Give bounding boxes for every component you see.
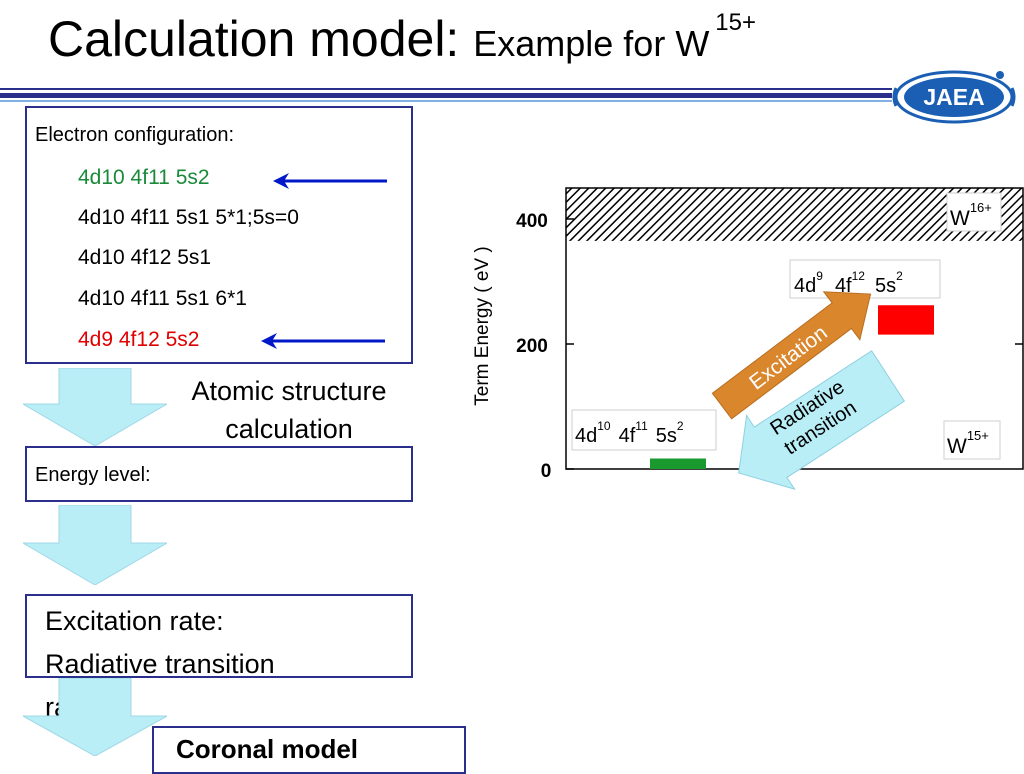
energy-chart: 400 200 0 Term Energy ( eV ) W16+ W15+ 4… <box>472 187 1024 490</box>
ytick-label-200: 200 <box>516 336 548 357</box>
header-rule-thin <box>0 88 892 90</box>
flow-arrow-3-overlay <box>23 678 167 756</box>
ion-lower-bg <box>943 420 1001 460</box>
page-title: Calculation model: Example for W15+ <box>48 9 757 68</box>
rates-text: Excitation rate: Radiative transition ra <box>45 600 275 729</box>
title-charge: 15+ <box>715 9 757 37</box>
ion-upper-label: W16+ <box>950 200 992 230</box>
ground-config-bg <box>571 409 717 451</box>
rates-line1: Excitation rate: <box>45 606 224 636</box>
config-box: Electron configuration: 4d10 4f11 5s2 4d… <box>25 106 413 364</box>
atomic-structure-line1: Atomic structure <box>191 376 387 406</box>
excited-config-bg <box>789 259 941 299</box>
coronal-model-label: Coronal model <box>176 734 359 764</box>
pointer-arrow-ground <box>273 173 387 189</box>
radiative-transition-arrow <box>738 350 906 490</box>
flow-arrow-1 <box>23 368 167 446</box>
config-item-1: 4d10 4f11 5s2 <box>78 166 210 189</box>
config-item-3: 4d10 4f12 5s1 <box>78 246 212 269</box>
header-rule-thick <box>0 93 892 98</box>
pointer-arrow-excited <box>261 333 385 349</box>
energy-level-label: Energy level: <box>35 464 151 486</box>
ion-upper-bg <box>946 192 1002 232</box>
header-rule-light <box>0 100 892 102</box>
atomic-structure-line2: calculation <box>225 414 353 444</box>
ytick-label-0: 0 <box>541 461 552 482</box>
rates-line2: Radiative transition <box>45 649 275 679</box>
coronal-model-box: Coronal model <box>152 726 466 774</box>
config-heading: Electron configuration: <box>35 124 235 146</box>
ytick-label-400: 400 <box>516 211 548 232</box>
ion-lower-label: W15+ <box>947 428 989 458</box>
energy-level-box: Energy level: <box>25 446 413 502</box>
ground-level-bar <box>650 457 706 469</box>
title-sub: Example for W <box>473 23 710 64</box>
logo-text: JAEA <box>923 84 984 110</box>
config-item-4: 4d10 4f11 5s1 6*1 <box>78 287 247 310</box>
atomic-structure-label: Atomic structure calculation <box>160 372 418 448</box>
rates-box <box>25 594 413 678</box>
flow-arrow-2 <box>23 505 167 585</box>
excited-level-bar <box>878 305 934 335</box>
config-item-2: 4d10 4f11 5s1 5*1;5s=0 <box>78 206 299 229</box>
config-item-5: 4d9 4f12 5s2 <box>78 328 200 351</box>
jaea-logo: JAEA <box>892 70 1016 124</box>
excitation-label: Excitation <box>745 321 832 394</box>
y-axis-label: Term Energy ( eV ) <box>472 246 493 405</box>
title-main: Calculation model: <box>48 11 460 67</box>
